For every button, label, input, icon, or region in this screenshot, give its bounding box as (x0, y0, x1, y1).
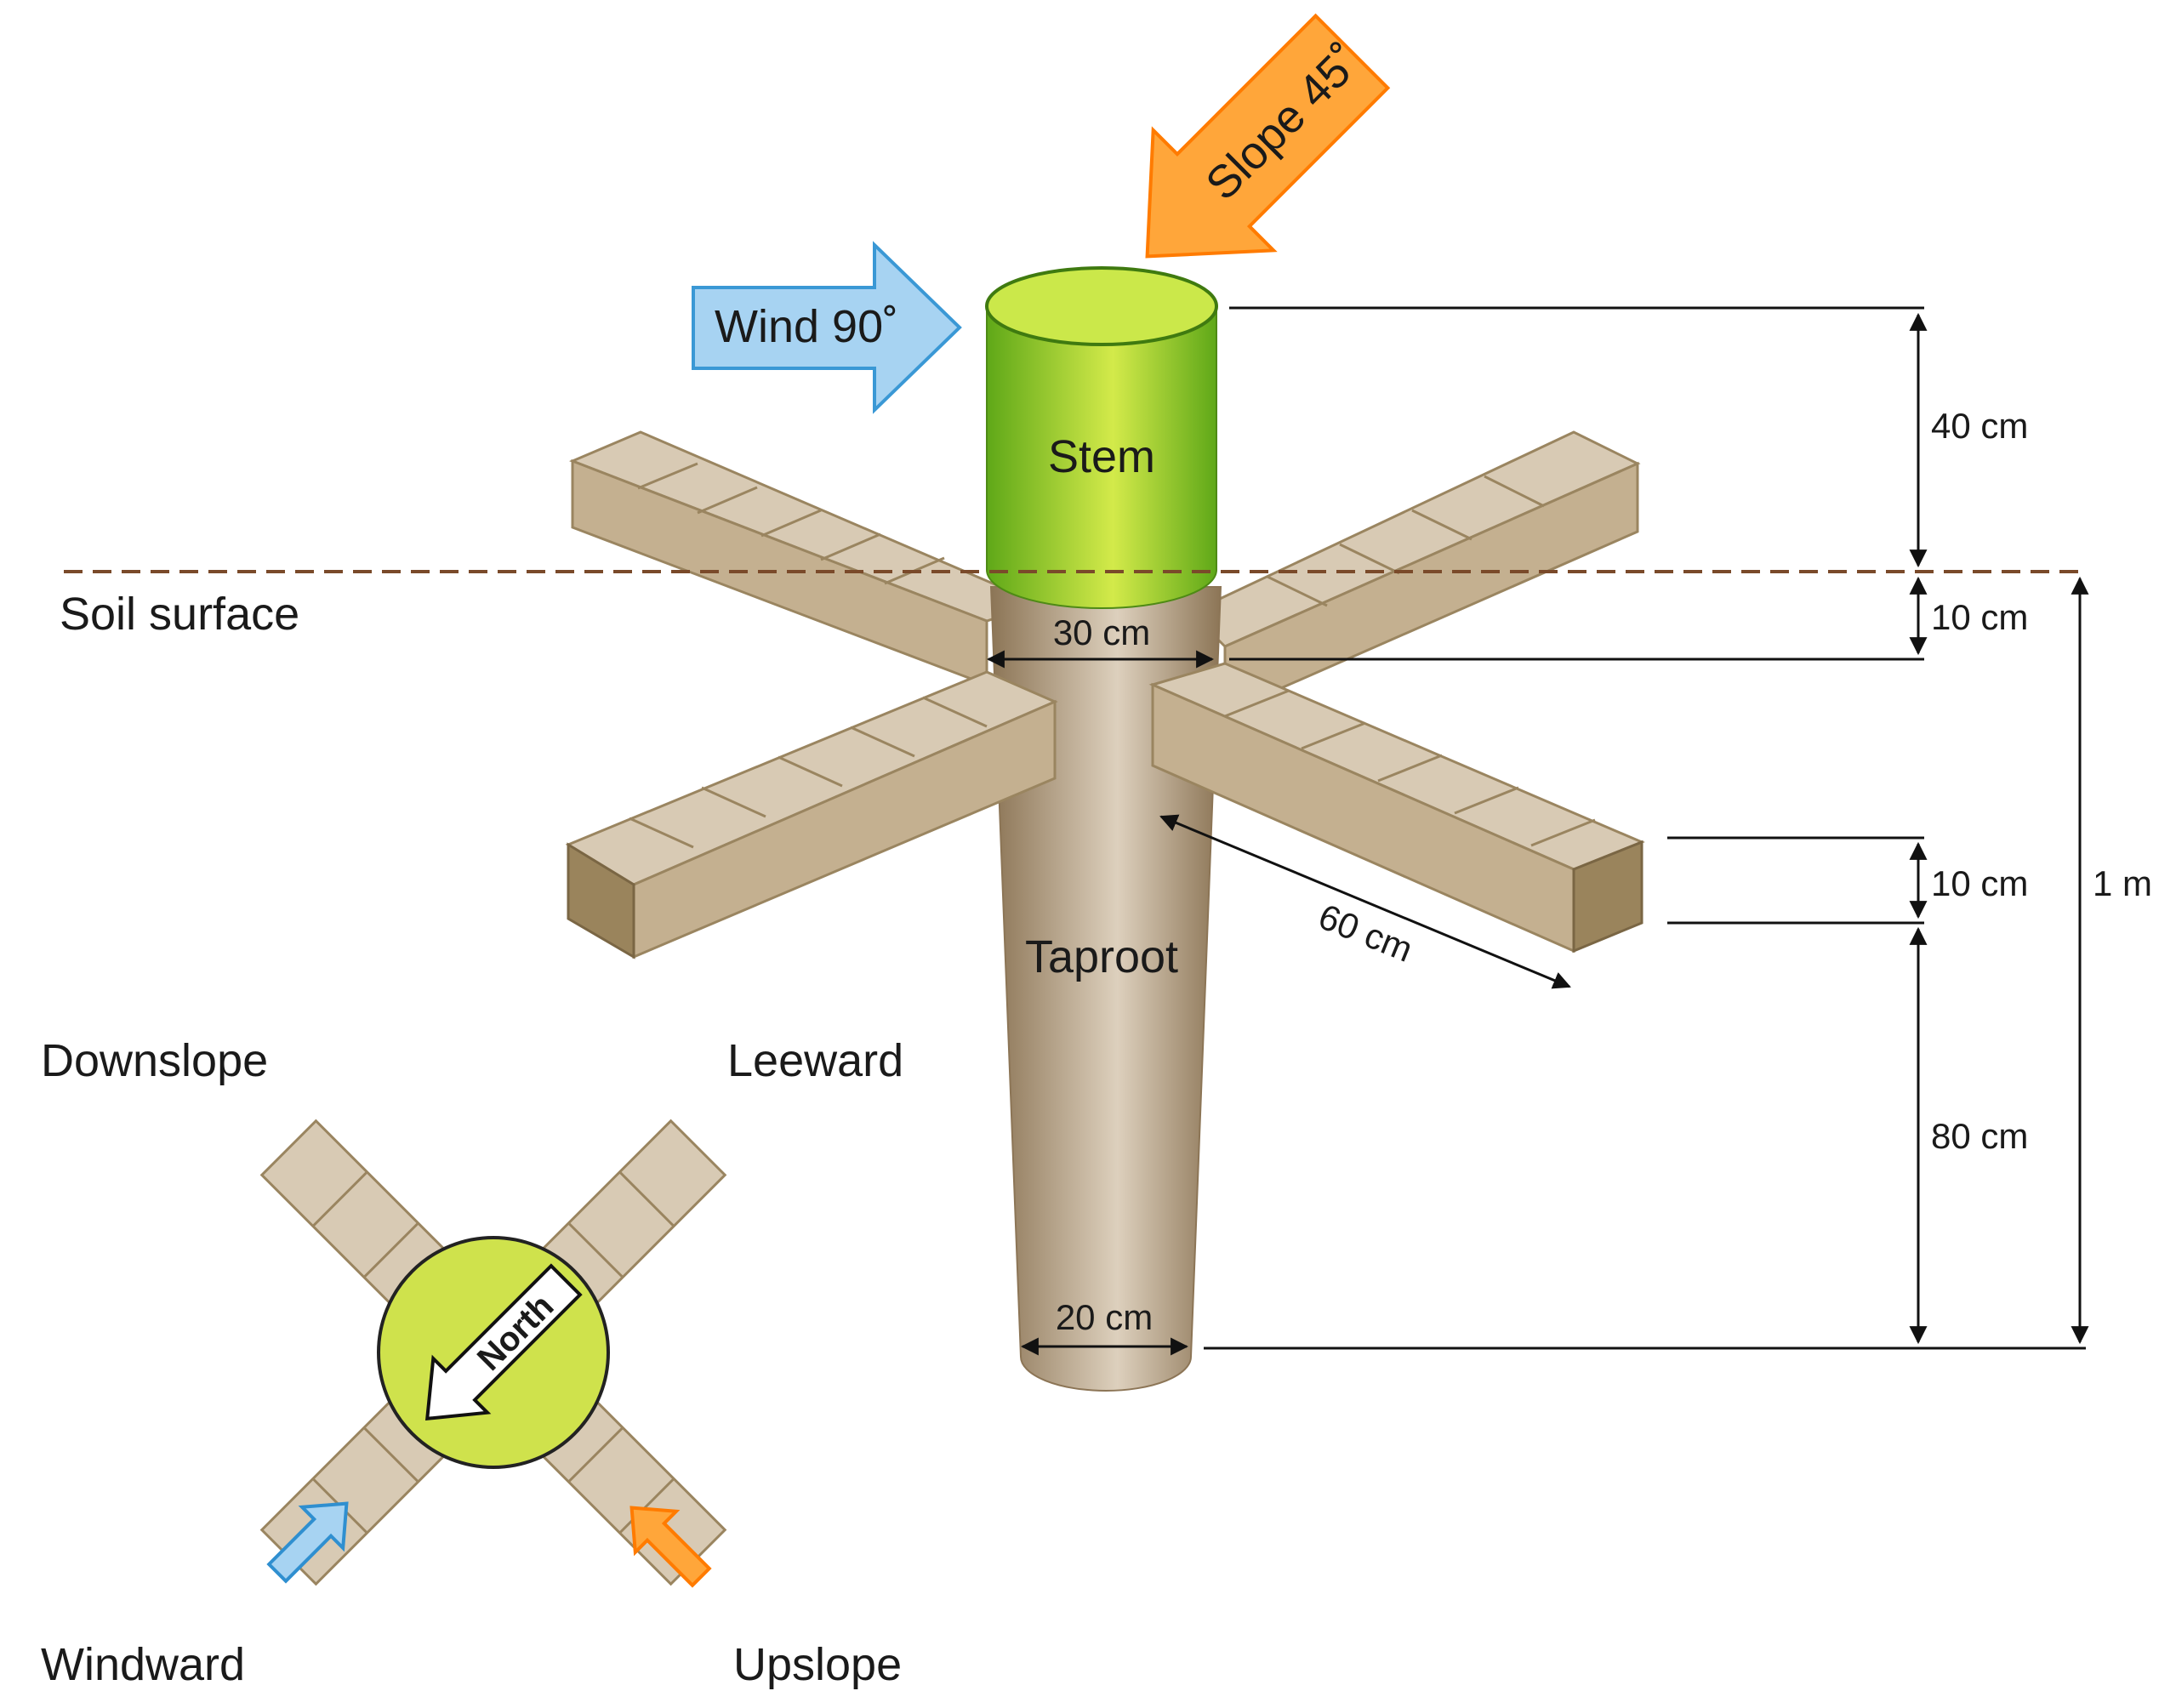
lower-root-depth-label: 80 cm (1931, 1116, 2028, 1156)
wind-label: Wind 90˚ (715, 301, 898, 352)
upper-root-depth-label: 10 cm (1931, 597, 2028, 637)
lateral-thickness-marker: 10 cm (1909, 841, 2028, 919)
upper-root-depth-marker: 10 cm (1909, 576, 2028, 656)
compass-label-leeward: Leeward (727, 1035, 903, 1086)
dimension-lines (1204, 306, 2086, 1350)
compass-label-upslope: Upslope (733, 1639, 902, 1690)
taproot-tip-diameter-label: 20 cm (1056, 1297, 1153, 1337)
stem-height-marker: 40 cm (1909, 312, 2028, 568)
taproot (989, 586, 1222, 1392)
taproot-tip-diameter-marker: 20 cm (1020, 1297, 1189, 1356)
total-depth-marker: 1 m (2071, 576, 2152, 1345)
upslope-orange-arrow-icon (629, 1506, 712, 1588)
taproot-label: Taproot (1025, 931, 1178, 982)
total-depth-label: 1 m (2093, 863, 2152, 903)
lateral-root-front-left (565, 670, 1058, 959)
stem-height-label: 40 cm (1931, 406, 2028, 446)
lateral-length-label: 60 cm (1313, 896, 1419, 969)
compass-plan-view: North Downslope Leeward Windward Upslope (41, 1035, 903, 1690)
stem (985, 266, 1218, 609)
stem-diameter-label: 30 cm (1053, 612, 1150, 652)
soil-surface-label: Soil surface (60, 589, 299, 640)
lower-root-depth-marker: 80 cm (1909, 926, 2028, 1345)
stem-diameter-marker: 30 cm (986, 612, 1215, 669)
compass-label-downslope: Downslope (41, 1035, 268, 1086)
wind-arrow: Wind 90˚ (692, 241, 962, 414)
lateral-root-front-right (1148, 662, 1645, 954)
windward-blue-arrow-icon (266, 1501, 349, 1584)
lateral-thickness-label: 10 cm (1931, 863, 2028, 903)
compass-label-windward: Windward (41, 1639, 245, 1690)
lateral-root-back-left (569, 430, 1045, 687)
stem-label: Stem (1048, 431, 1155, 482)
